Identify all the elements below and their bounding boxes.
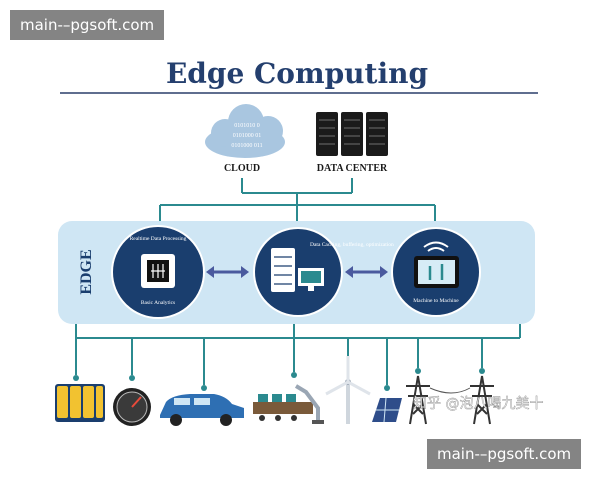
car-icon [160,394,244,426]
double-arrow-icon [206,266,249,278]
zhihu-watermark: 知乎 @泡八喝九美十 [413,395,543,412]
node1-bottom-label: Basic Analytics [141,300,175,306]
gauge-icon [113,388,151,426]
power-line [429,387,471,394]
edge-node-processing: Realtime Data Processing Basic Analytics [111,225,205,319]
wifi-icon [423,241,449,252]
solar-panel-icon [372,397,402,423]
cloud-binary-line: 0101000 011 [231,143,262,149]
edge-label: EDGE [78,249,95,294]
cloud-icon: 0101010 0 0101000 01 0101000 011 [205,104,285,158]
chip-icon [141,254,175,288]
wind-turbine-icon [325,356,371,424]
cloud-binary-line: 0101000 01 [233,133,262,139]
server-stack-icon [271,248,295,292]
edge-node-m2m: Machine to Machine [391,227,481,317]
battery-pack-icon [55,384,105,422]
edge-node-caching: Data Caching, buffering, optimization [253,227,394,317]
tablet-icon [414,256,459,288]
datacenter-label: DATA CENTER [317,163,388,174]
monitor-icon [298,268,324,291]
factory-robot-icon [253,384,324,424]
server-rack-icon [316,112,388,156]
watermark-bottom: main-–pgsoft.com [427,439,582,469]
watermark-top: main-–pgsoft.com [10,10,165,40]
cloud-label: CLOUD [224,163,260,174]
power-tower-icon [406,375,430,425]
cloud-binary-line: 0101010 0 [234,123,260,129]
double-arrow-icon [345,266,388,278]
node2-top-label: Data Caching, buffering, optimization [310,241,394,248]
diagram-title: Edge Computing [166,57,428,90]
node1-top-label: Realtime Data Processing [130,236,187,242]
power-tower-icon [470,375,494,425]
node3-bottom-label: Machine to Machine [413,298,459,304]
bottom-connector-lines [73,324,521,391]
